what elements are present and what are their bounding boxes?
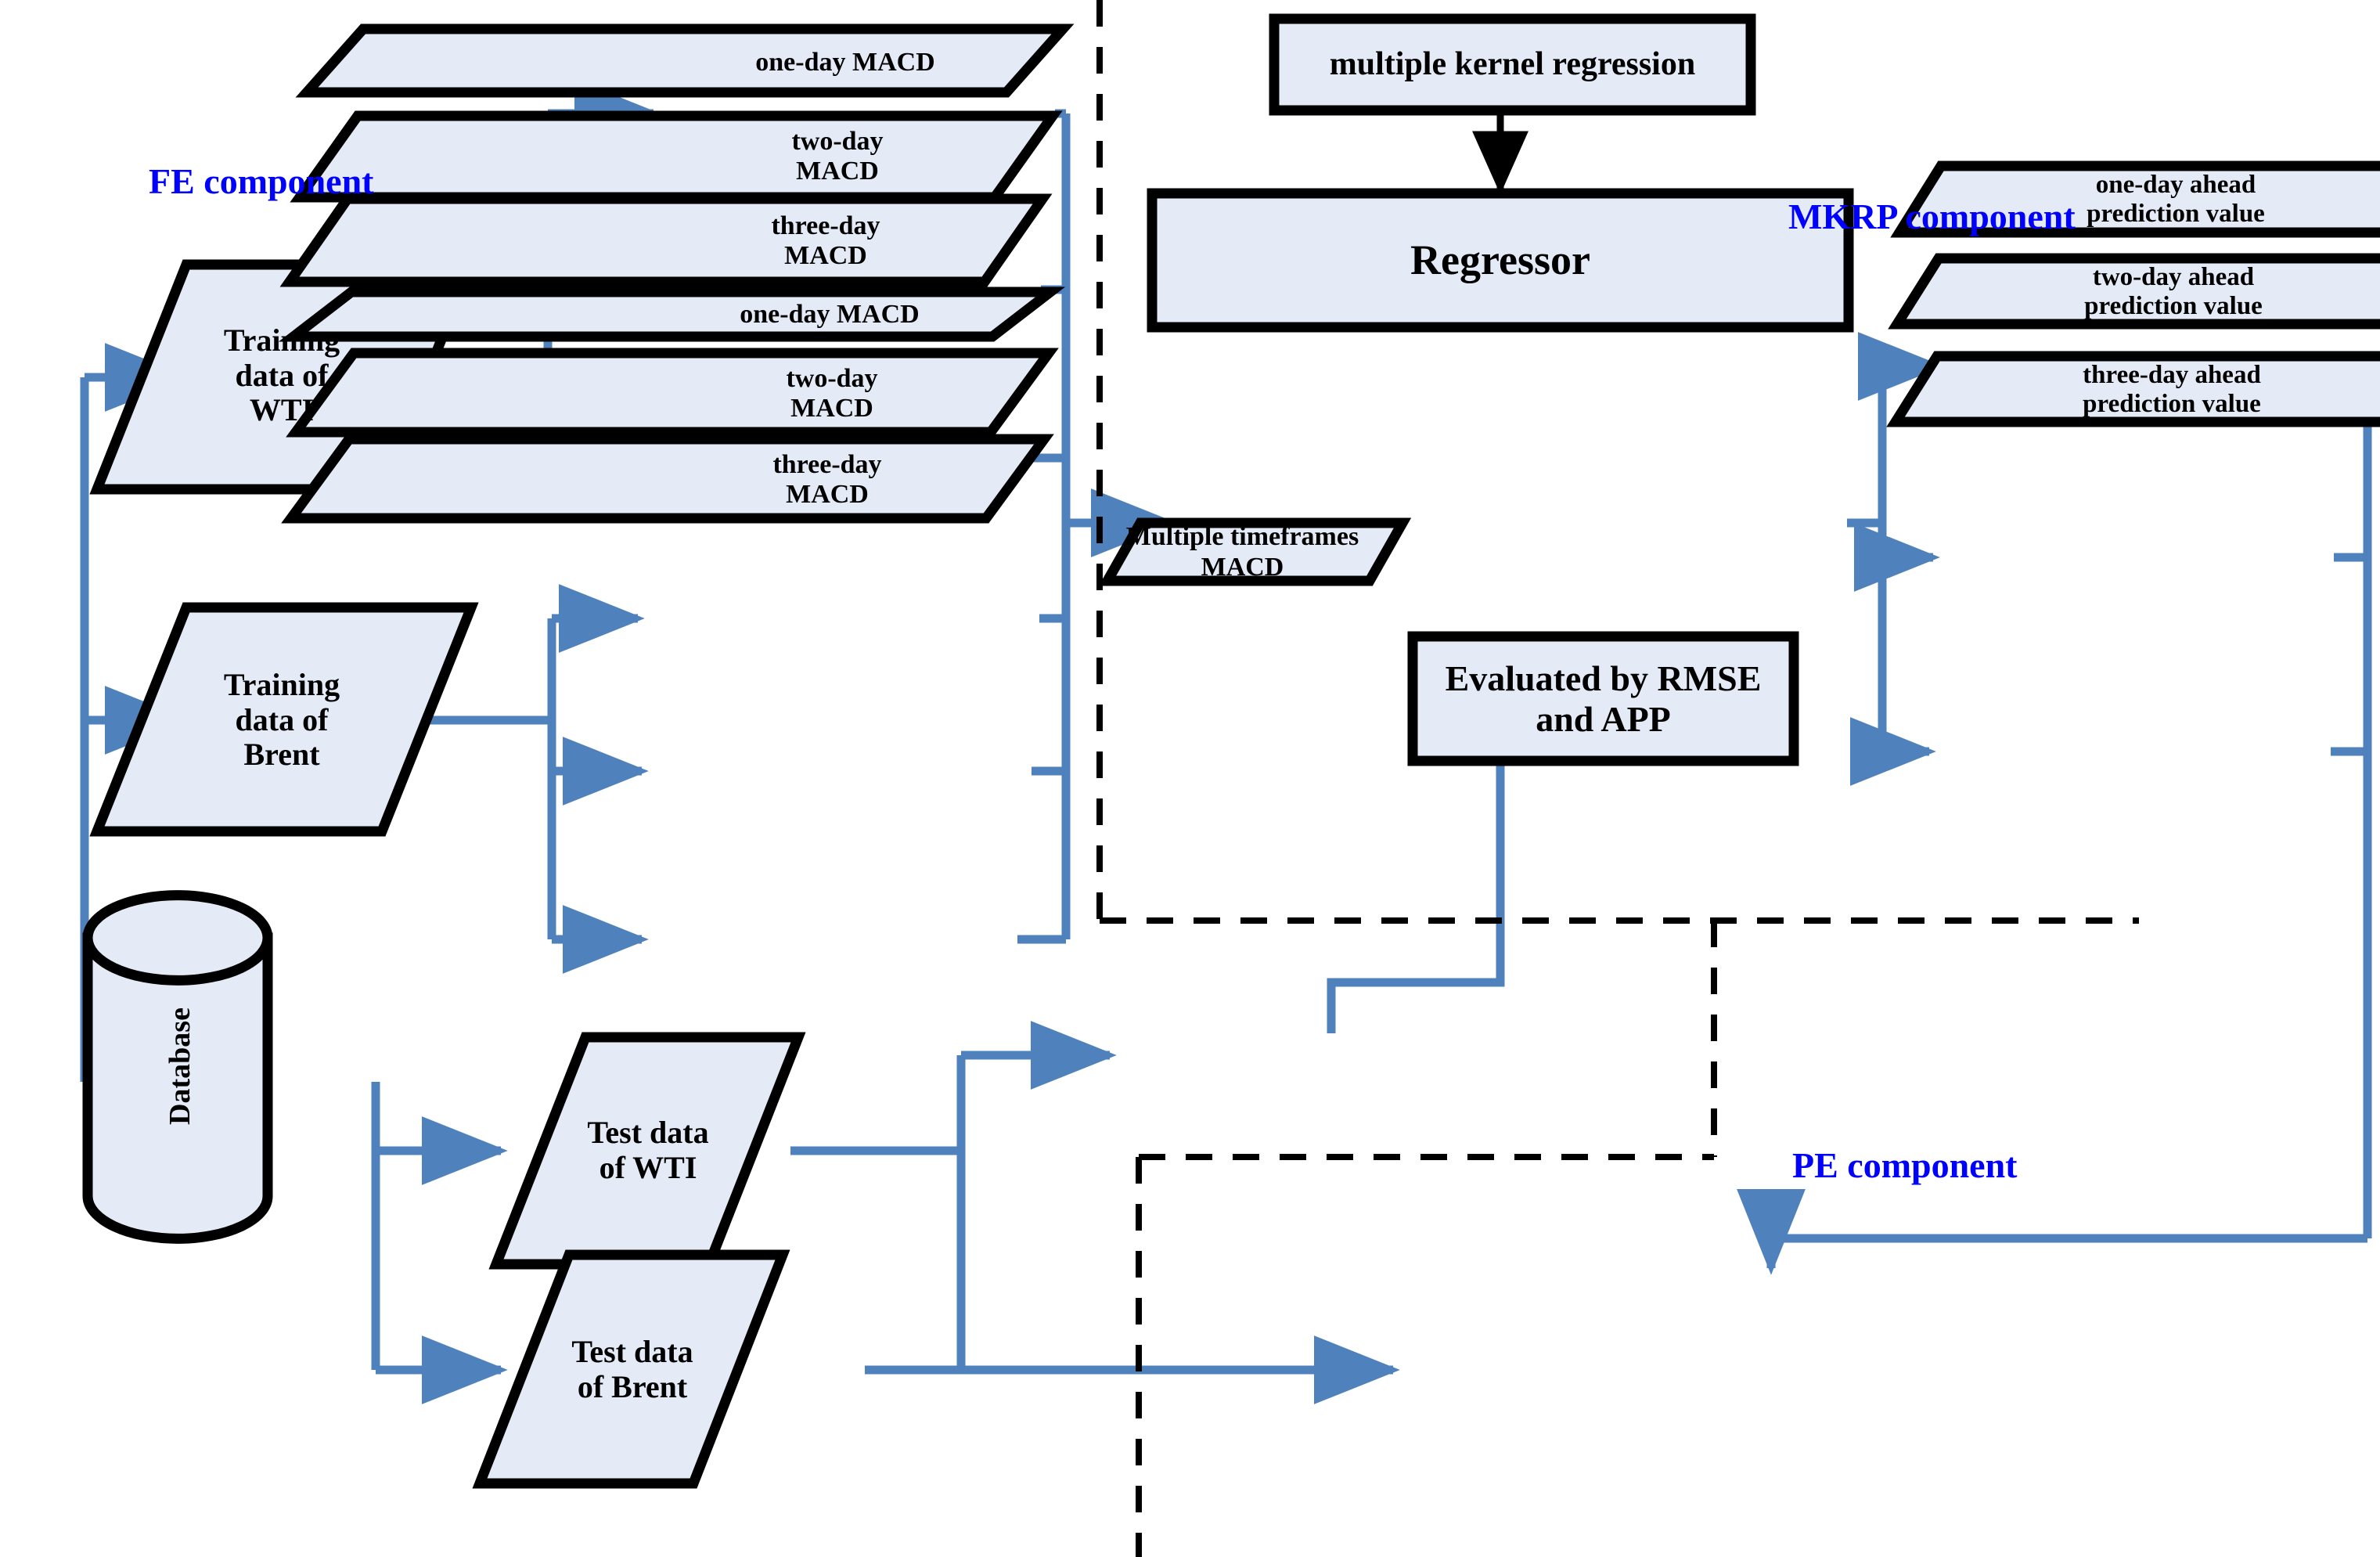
node-label-database: Database	[163, 1007, 196, 1125]
edge-mtmacd-to-regressor	[1327, 654, 1535, 1033]
node-brent-macd-1[interactable]	[278, 287, 1066, 342]
node-wti-macd-2[interactable]	[290, 110, 1063, 203]
node-training-brent[interactable]	[89, 602, 479, 837]
node-mkr[interactable]	[1269, 13, 1756, 116]
dashed-boundary-layer	[1096, 0, 2139, 1557]
node-test-brent[interactable]	[472, 1249, 790, 1489]
component-label-mkrp: MKRP component	[1788, 196, 2076, 236]
node-wti-macd-1[interactable]	[295, 23, 1075, 98]
node-brent-macd-3[interactable]	[281, 434, 1054, 524]
node-database[interactable]	[82, 890, 273, 1244]
component-label-pe: PE component	[1792, 1145, 2018, 1185]
edge-pred-to-evaluated	[1737, 1188, 2367, 1275]
node-wti-macd-3[interactable]	[279, 193, 1053, 287]
node-regressor[interactable]	[1147, 188, 1854, 333]
node-mt-macd[interactable]	[1098, 517, 1412, 586]
component-label-fe: FE component	[149, 161, 374, 201]
node-evaluated[interactable]	[1407, 631, 1799, 766]
node-pred-3[interactable]	[1886, 351, 2380, 427]
node-brent-macd-2[interactable]	[286, 348, 1059, 438]
node-pred-1[interactable]	[1890, 160, 2380, 238]
node-pred-2[interactable]	[1888, 253, 2380, 330]
node-test-wti[interactable]	[488, 1032, 806, 1270]
